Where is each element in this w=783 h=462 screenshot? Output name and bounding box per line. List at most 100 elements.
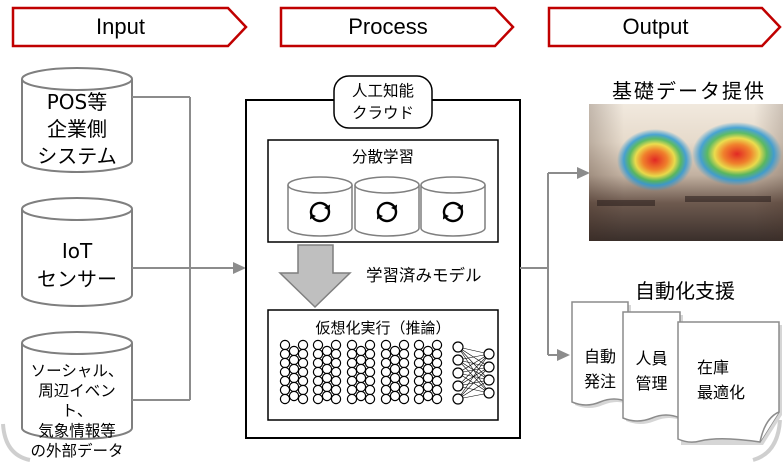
neuron bbox=[380, 384, 392, 396]
iot-sensor-cylinder bbox=[21, 197, 133, 307]
neuron bbox=[413, 348, 425, 360]
neuron bbox=[355, 363, 367, 375]
neuron bbox=[364, 339, 376, 351]
clothing-rack bbox=[685, 196, 771, 202]
page-curl bbox=[759, 411, 780, 443]
output-banner-arrow bbox=[547, 6, 782, 48]
neuron bbox=[483, 374, 495, 386]
neuron bbox=[398, 393, 410, 405]
label-line: 人工知能 bbox=[351, 82, 414, 100]
neuron bbox=[355, 381, 367, 393]
neuron bbox=[398, 348, 410, 360]
process-banner-arrow bbox=[279, 6, 515, 48]
neuron bbox=[288, 354, 300, 366]
neuron bbox=[364, 375, 376, 387]
input-arrowhead bbox=[233, 262, 246, 274]
neuron bbox=[413, 339, 425, 351]
neuron bbox=[297, 357, 309, 369]
ai-cloud-label: 人工知能 クラウド bbox=[334, 80, 432, 124]
neuron bbox=[431, 339, 443, 351]
neuron bbox=[422, 372, 434, 384]
synapse bbox=[457, 353, 490, 400]
training-node-1 bbox=[287, 176, 353, 237]
neuron bbox=[398, 357, 410, 369]
neuron bbox=[389, 363, 401, 375]
neuron bbox=[279, 339, 291, 351]
neuron bbox=[321, 390, 333, 402]
label-line: POS等 bbox=[46, 90, 108, 114]
neuron bbox=[312, 393, 324, 405]
refresh-icon bbox=[376, 201, 398, 223]
label-line: ソーシャル、 bbox=[30, 362, 124, 380]
neuron bbox=[389, 390, 401, 402]
neuron bbox=[483, 387, 495, 399]
label-line: 在庫 bbox=[697, 358, 730, 377]
neuron bbox=[330, 348, 342, 360]
iot-sensor-label: IoT センサー bbox=[22, 237, 132, 293]
neuron bbox=[380, 357, 392, 369]
neuron bbox=[483, 361, 495, 373]
frame-corner-right bbox=[752, 419, 782, 462]
neuron bbox=[297, 366, 309, 378]
neuron bbox=[389, 354, 401, 366]
neuron bbox=[364, 393, 376, 405]
basic-data-label: 基礎データ提供 bbox=[612, 79, 766, 103]
neuron bbox=[321, 372, 333, 384]
refresh-icon bbox=[442, 201, 464, 223]
refresh-icon bbox=[309, 201, 331, 223]
neuron bbox=[452, 380, 464, 392]
external-data-label: ソーシャル、 周辺イベン ト、 気象情報等 の外部データ bbox=[22, 361, 132, 461]
neuron bbox=[422, 390, 434, 402]
neuron bbox=[380, 393, 392, 405]
neuron bbox=[330, 384, 342, 396]
neuron bbox=[279, 357, 291, 369]
distributed-learning-label: 分散学習 bbox=[351, 148, 414, 166]
inventory-optimization-label: 在庫 最適化 bbox=[697, 355, 777, 405]
pos-system-cylinder bbox=[21, 67, 133, 173]
neural-network-icon bbox=[279, 339, 495, 405]
neuron bbox=[321, 354, 333, 366]
label-line: 周辺イベン bbox=[38, 382, 116, 400]
neuron bbox=[413, 366, 425, 378]
label-line: センサー bbox=[37, 267, 117, 291]
neuron bbox=[422, 381, 434, 393]
neuron bbox=[346, 375, 358, 387]
neuron bbox=[346, 384, 358, 396]
auto-order-label: 自動 発注 bbox=[572, 344, 628, 394]
neuron bbox=[452, 341, 464, 353]
output-connector-lines bbox=[520, 172, 578, 356]
neuron bbox=[346, 339, 358, 351]
neuron bbox=[346, 393, 358, 405]
neuron bbox=[288, 372, 300, 384]
label-line: ト、 bbox=[61, 402, 93, 420]
neuron bbox=[288, 345, 300, 357]
neuron bbox=[380, 348, 392, 360]
label-line: 気象情報等 bbox=[38, 422, 116, 440]
neuron bbox=[297, 348, 309, 360]
clothing-rack bbox=[597, 200, 655, 206]
store-heatmap-photo bbox=[589, 104, 783, 241]
neuron bbox=[312, 357, 324, 369]
neuron bbox=[279, 393, 291, 405]
external-data-cylinder bbox=[21, 331, 133, 440]
neuron bbox=[380, 366, 392, 378]
output-arrowhead-data bbox=[577, 167, 590, 179]
label-line: 自動 bbox=[583, 347, 616, 366]
neuron bbox=[321, 345, 333, 357]
process-banner-label: Process bbox=[348, 14, 428, 39]
label-line: 管理 bbox=[635, 374, 668, 393]
neuron bbox=[312, 366, 324, 378]
neuron bbox=[422, 354, 434, 366]
neuron bbox=[431, 384, 443, 396]
output-banner-label: Output bbox=[622, 14, 689, 39]
neuron bbox=[355, 354, 367, 366]
neuron bbox=[330, 357, 342, 369]
synapse bbox=[457, 353, 490, 387]
neuron bbox=[398, 375, 410, 387]
neuron bbox=[431, 393, 443, 405]
neuron bbox=[389, 381, 401, 393]
inference-label: 仮想化実行（推論） bbox=[315, 319, 451, 337]
neuron bbox=[312, 375, 324, 387]
training-node-3 bbox=[420, 176, 486, 237]
neuron bbox=[452, 354, 464, 366]
